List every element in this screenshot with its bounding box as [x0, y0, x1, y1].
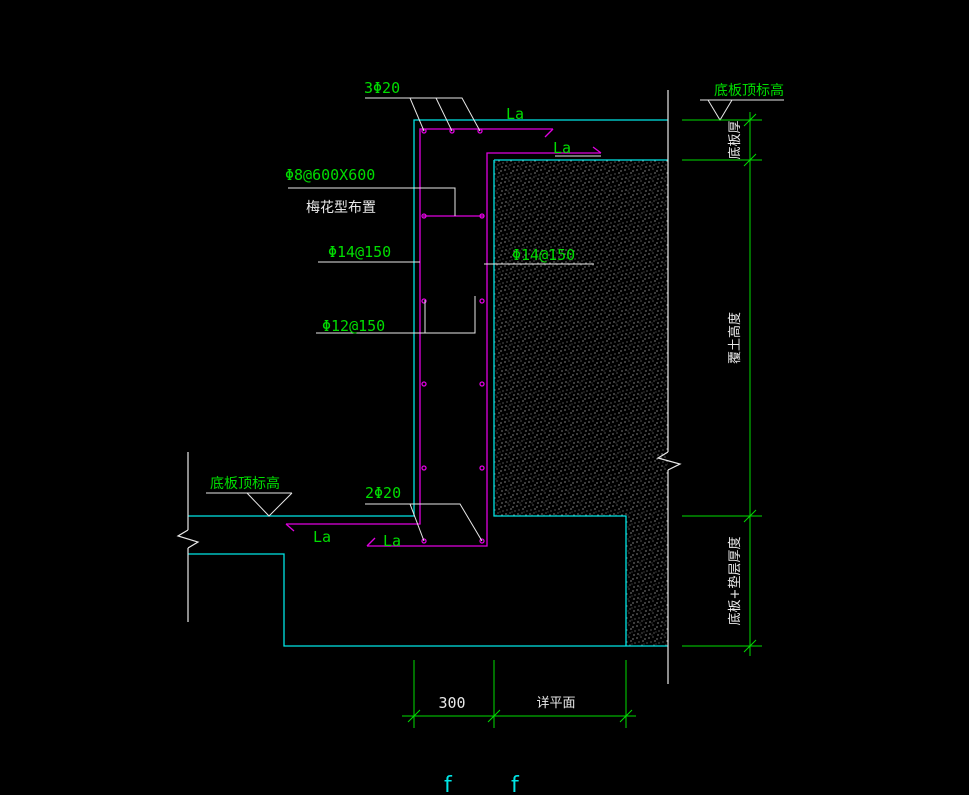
dim-width-300: 300: [438, 694, 465, 712]
label-anchor-top-outer: La: [506, 105, 524, 123]
footer-glyph-a: f: [444, 773, 453, 795]
rebar-dot: [421, 298, 427, 304]
rebar-dot: [421, 465, 427, 471]
break-lines: [176, 90, 682, 684]
rebar-dot: [477, 128, 483, 134]
rebar-dot: [421, 213, 427, 219]
label-anchor-bottom-left: La: [313, 528, 331, 546]
label-elevation-right: 底板顶标高: [714, 82, 784, 99]
dim-top-thickness: 底板厚: [727, 120, 743, 159]
label-elevation-left: 底板顶标高: [210, 475, 280, 492]
label-inner-vertical: Φ14@150: [512, 246, 575, 264]
soil-backfill: [494, 160, 668, 646]
label-stirrup-spec: Φ8@600X600: [285, 166, 375, 184]
dim-width-plan: 详平面: [536, 696, 575, 711]
rebar-dot: [421, 381, 427, 387]
dim-bottom-total: 底板+垫层厚度: [727, 537, 743, 626]
label-anchor-top-inner: La: [553, 139, 571, 157]
rebar-dot: [479, 381, 485, 387]
label-top-bars: 3Φ20: [364, 79, 400, 97]
anchor-hook-top-outer: [544, 128, 554, 138]
leader-lines: [288, 97, 601, 542]
label-horizontal: Φ12@150: [322, 317, 385, 335]
rebar-group: [285, 128, 602, 547]
rebar-outer-face: [286, 128, 553, 525]
label-outer-vertical: Φ14@150: [328, 243, 391, 261]
anchor-hook-bottom-left: [285, 523, 295, 532]
rebar-dot: [421, 128, 427, 134]
dim-soil-height: 覆土高度: [727, 312, 743, 364]
rebar-dot: [421, 538, 427, 544]
dimension-lines: [402, 112, 762, 728]
concrete-outline: [188, 119, 668, 647]
rebar-dot: [479, 298, 485, 304]
rebar-dot: [479, 213, 485, 219]
elevation-marker-right: [700, 99, 784, 121]
anchor-hook-bottom-right: [366, 537, 376, 547]
rebar-dot: [449, 128, 455, 134]
anchor-hook-top-inner: [592, 146, 602, 154]
elevation-marker-left: [206, 492, 293, 517]
label-bottom-bars: 2Φ20: [365, 484, 401, 502]
label-stirrup-layout: 梅花型布置: [306, 200, 376, 216]
footer-glyph-b: f: [511, 773, 520, 795]
label-anchor-bottom-right: La: [383, 532, 401, 550]
rebar-dot: [479, 465, 485, 471]
rebar-inner-face: [367, 152, 601, 547]
rebar-dot: [479, 538, 485, 544]
